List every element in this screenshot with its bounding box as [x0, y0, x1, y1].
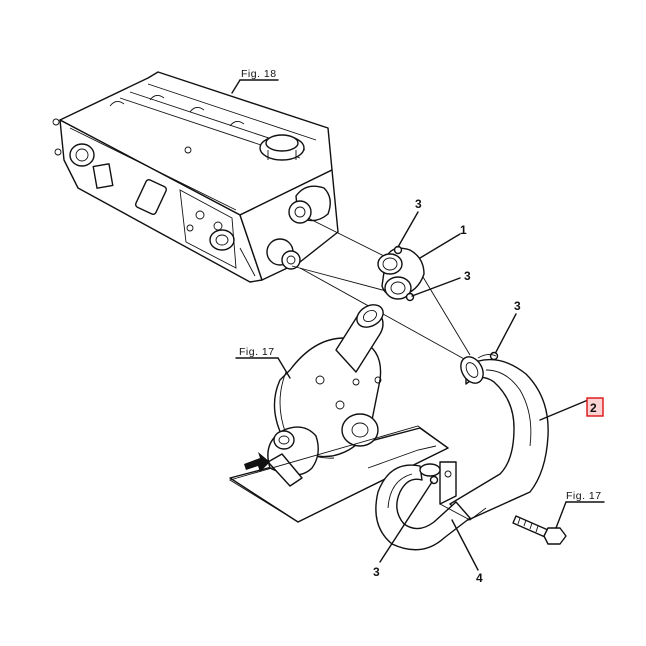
- water-pipe-part-4[interactable]: [375, 461, 487, 551]
- leader-hose-joint: [419, 233, 461, 259]
- leader-clamp-hose-top: [495, 313, 517, 353]
- coolant-hose-part-2[interactable]: [449, 351, 549, 521]
- callout-clamp-bottom[interactable]: 3: [373, 565, 380, 579]
- leader-clamp-top: [397, 211, 419, 248]
- callout-clamp-top[interactable]: 3: [415, 197, 422, 211]
- hose-joint-part-1[interactable]: [377, 245, 425, 302]
- fig18-reference[interactable]: Fig. 18: [241, 68, 277, 80]
- callout-clamp-lower[interactable]: 3: [464, 269, 471, 283]
- cylinder-head-assembly[interactable]: [52, 71, 339, 283]
- leader-pipe: [451, 519, 479, 571]
- water-pump-assembly[interactable]: [228, 300, 449, 523]
- mounting-bolt[interactable]: [512, 501, 605, 545]
- callout-clamp-hose-top[interactable]: 3: [514, 299, 521, 313]
- highlighted-part-number[interactable]: 2: [590, 401, 597, 415]
- highlighted-part-label[interactable]: 2: [586, 397, 604, 417]
- fig17-reference-pump[interactable]: Fig. 17: [239, 346, 275, 358]
- fig17-reference-bolt[interactable]: Fig. 17: [566, 490, 602, 502]
- callout-hose-joint[interactable]: 1: [460, 223, 467, 237]
- leader-part-2: [539, 399, 589, 421]
- callout-pipe[interactable]: 4: [476, 571, 483, 585]
- leader-clamp-lower: [411, 277, 461, 297]
- leader-clamp-bottom: [379, 481, 433, 563]
